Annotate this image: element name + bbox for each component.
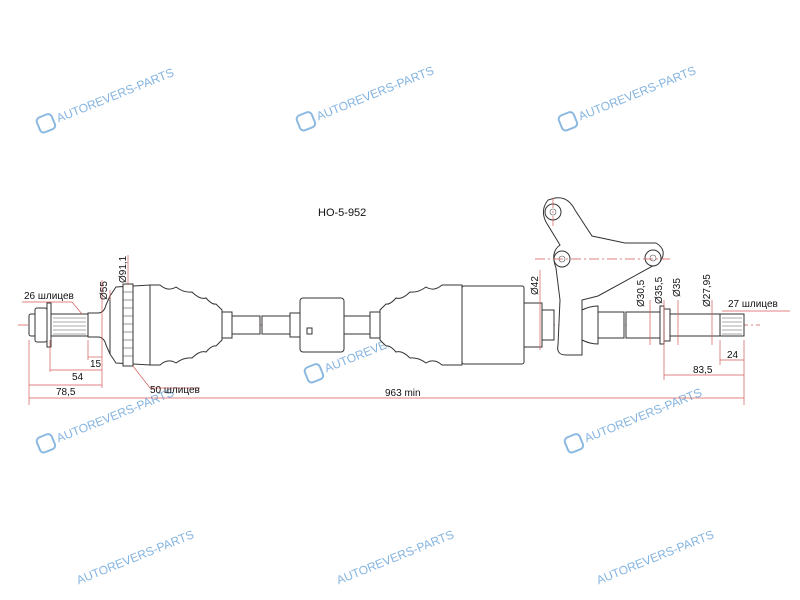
- damper: [299, 297, 345, 353]
- dimensions: [22, 255, 790, 405]
- dim-54: 54: [72, 372, 84, 383]
- dim-83-5: 83,5: [693, 365, 713, 376]
- inner-boot: [379, 284, 463, 366]
- watermark-logo: AUTOREVERS-PARTS: [295, 63, 436, 132]
- dim-24: 24: [727, 350, 739, 361]
- shaft-middle: [231, 297, 381, 353]
- dim-15: 15: [90, 359, 102, 370]
- watermark-text: AUTOREVERS-PARTS: [576, 63, 697, 123]
- abs-splines-label: 50 шлицев: [150, 385, 200, 396]
- watermark-logo: AUTOREVERS-PARTS: [74, 527, 195, 587]
- watermark-text: AUTOREVERS-PARTS: [582, 385, 703, 445]
- left-splines-label: 26 шлицев: [24, 291, 74, 302]
- dim-d55: Ø55: [99, 281, 110, 300]
- watermark-text: AUTOREVERS-PARTS: [74, 527, 195, 587]
- dim-d35-5: Ø35,5: [654, 276, 665, 304]
- inner-cv-joint: [379, 284, 555, 366]
- outer-cv-joint: [28, 283, 233, 367]
- watermark-text: AUTOREVERS-PARTS: [314, 63, 435, 123]
- watermark-logo: AUTOREVERS-PARTS: [557, 63, 698, 132]
- dim-total: 963 min: [385, 388, 421, 399]
- dim-d27-95: Ø27,95: [702, 274, 713, 307]
- dim-d35: Ø35: [672, 278, 683, 297]
- watermark-text: AUTOREVERS-PARTS: [594, 527, 715, 587]
- watermark-text: AUTOREVERS-PARTS: [334, 527, 455, 587]
- watermark-logo: AUTOREVERS-PARTS: [35, 65, 176, 134]
- bearing-bracket: [535, 197, 670, 356]
- part-number: HO-5-952: [318, 207, 366, 219]
- abs-ring: [122, 283, 134, 367]
- watermark-text: AUTOREVERS-PARTS: [54, 65, 175, 125]
- outer-boot: [149, 284, 223, 366]
- watermark-logo: AUTOREVERS-PARTS: [334, 527, 455, 587]
- dim-d42: Ø42: [530, 276, 541, 295]
- right-splines-label: 27 шлицев: [728, 299, 778, 310]
- dim-d30-5: Ø30,5: [636, 279, 647, 307]
- right-stub-shaft: [581, 305, 745, 345]
- dim-78-5: 78,5: [56, 387, 76, 398]
- watermark-logo: AUTOREVERS-PARTS: [563, 385, 704, 454]
- watermark-logo: AUTOREVERS-PARTS: [594, 527, 715, 587]
- dim-d91: Ø91,1: [118, 255, 129, 283]
